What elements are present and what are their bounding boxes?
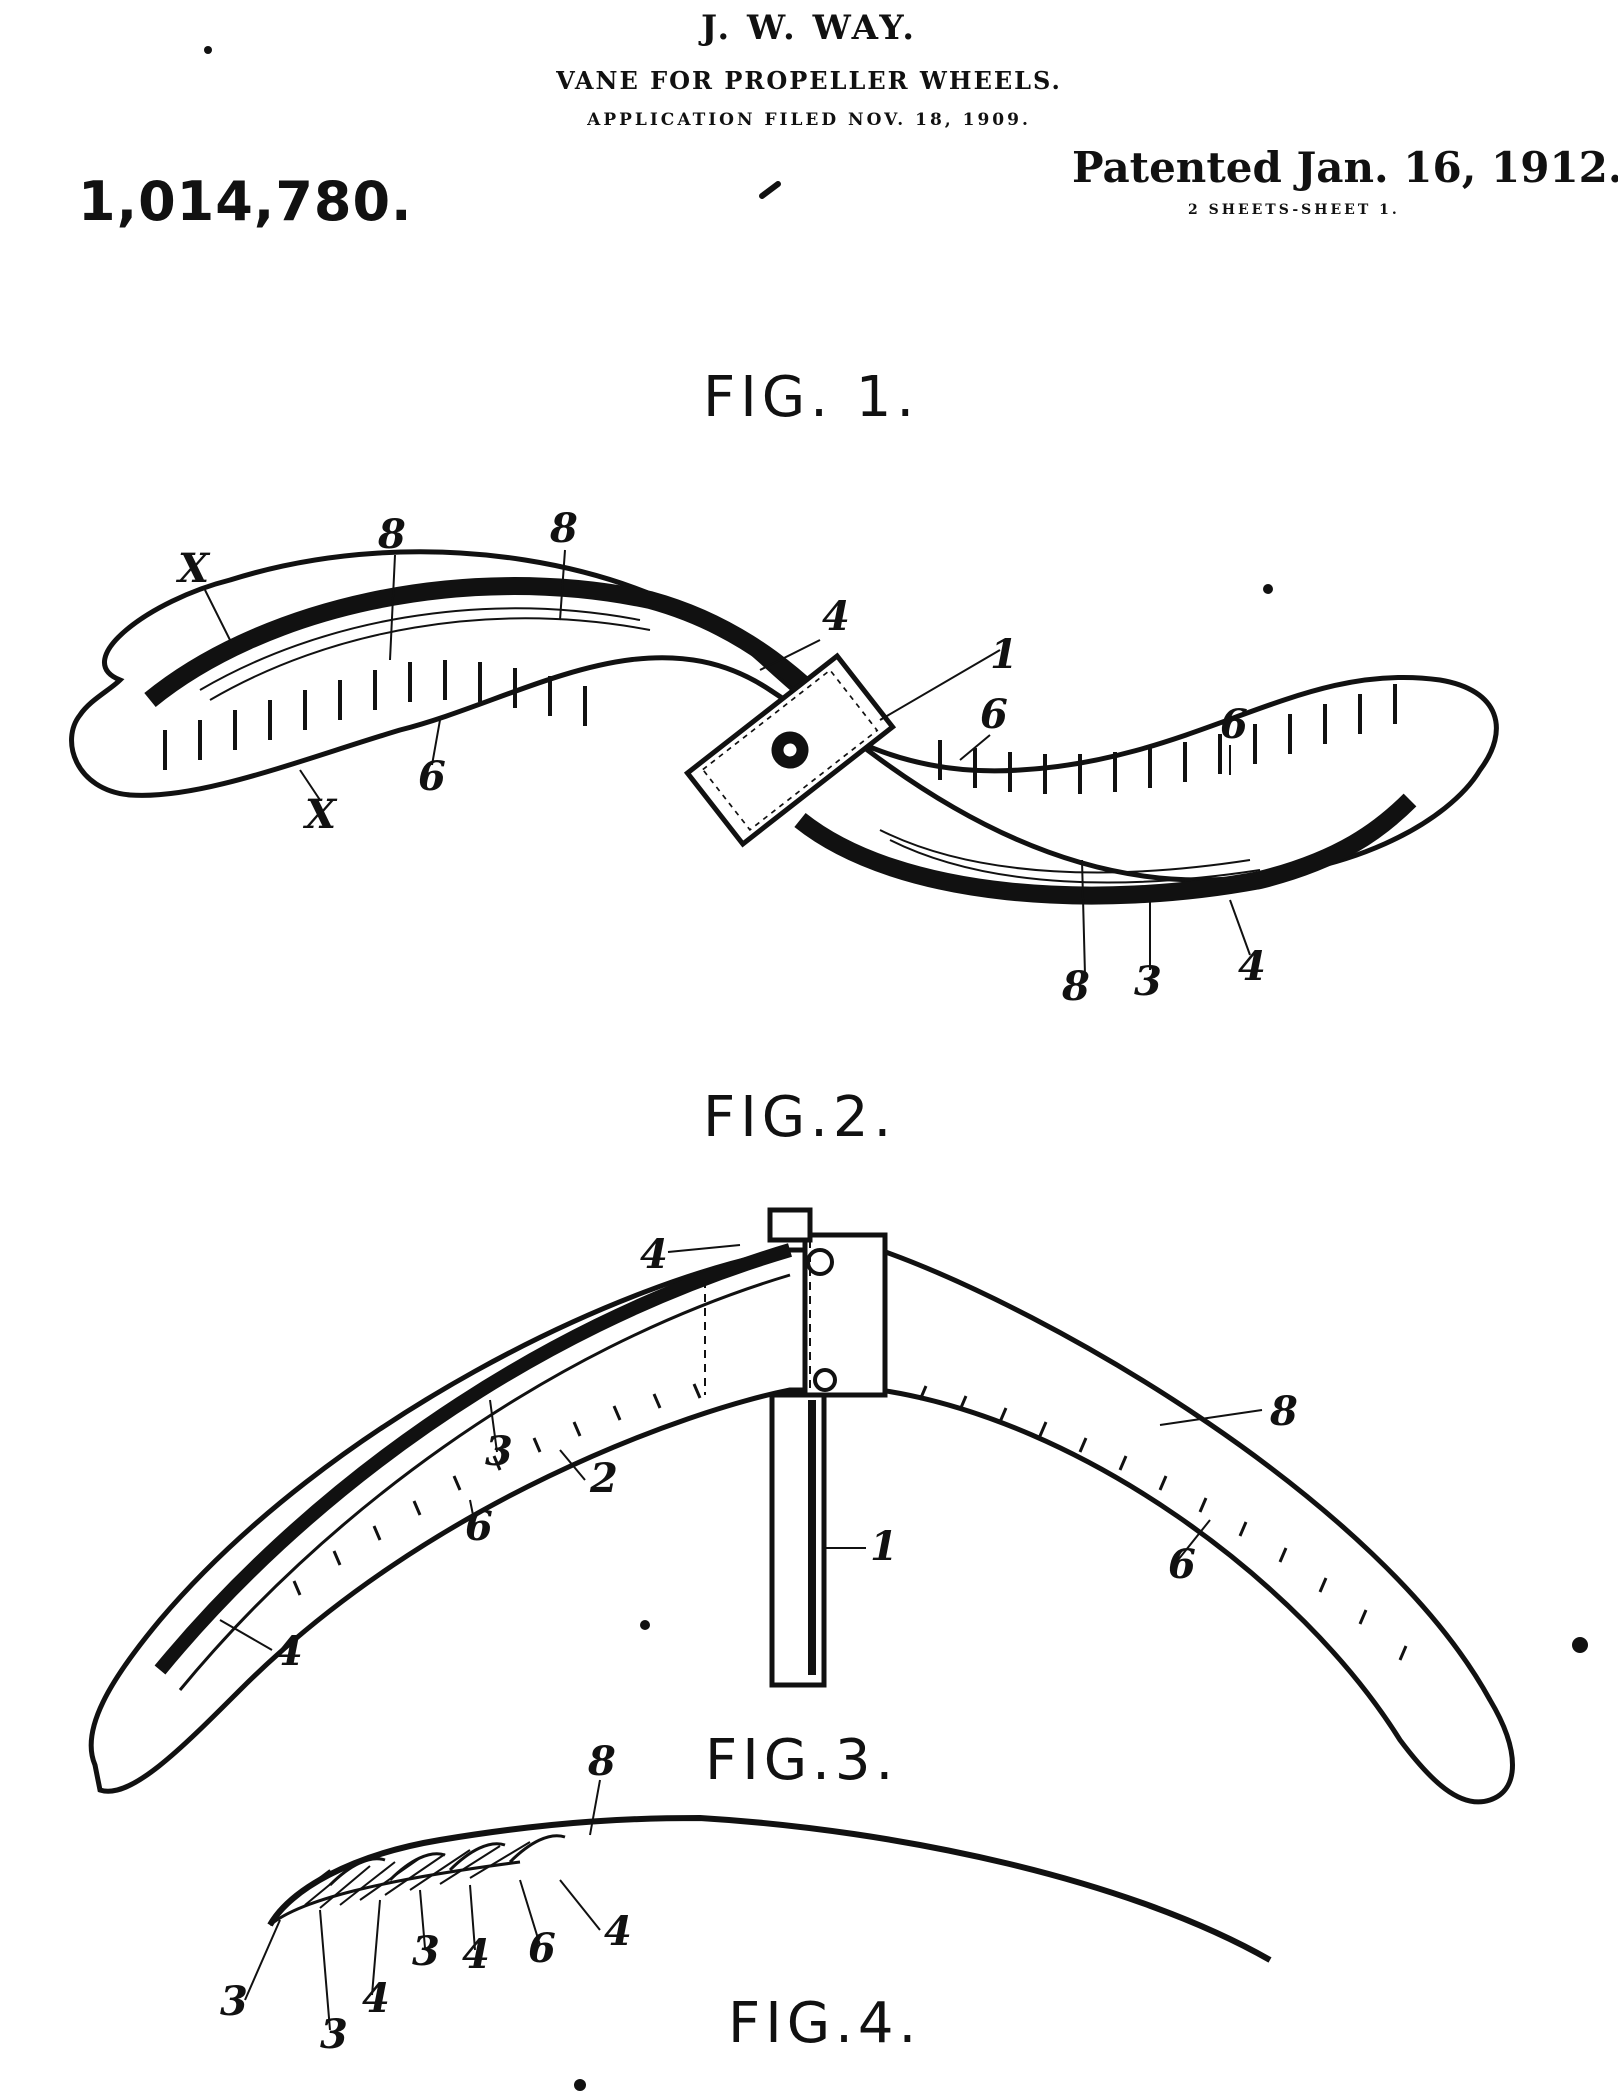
fig1-leader-lines [204,549,1251,976]
sheet-count: 2 SHEETS-SHEET 1. [1188,202,1400,218]
fig3-ref-6: 6 [528,1925,556,1972]
fig2-ref-6-b: 6 [1168,1541,1196,1588]
fig1-label: FIG. 1. [703,365,920,430]
fig3-ref-numerals: 8 4 6 3 4 3 4 3 [220,1738,632,2058]
fig2-leading-edge [154,1243,792,1675]
fig2-ref-1: 1 [870,1523,898,1570]
fig1-hatch [199,607,1261,884]
fig1-hub-clamp [683,652,897,848]
fig2-hub-top [767,1207,813,1243]
fig1-drawing [69,549,1499,905]
fig2-leading-edge-inner [178,1273,791,1691]
fig1-ref-6-b: 6 [1220,701,1248,748]
fig2-hub-bolt-bottom [813,1368,837,1392]
fig1-ref-numerals: X 8 8 4 1 6 6 6 X 8 3 4 [175,505,1266,1010]
fig1-ref-6-a: 6 [980,691,1008,738]
fig2-blade-outline [88,1247,1515,1805]
fig2-ref-3: 3 [485,1428,513,1475]
fig1-ref-1: 1 [990,631,1018,678]
page-dot [1263,584,1273,594]
inventor-name: J. W. WAY. [700,8,918,48]
patented-date: Patented Jan. 16, 1912. [1072,143,1618,192]
fig3-ref-3-b: 3 [220,1978,248,2025]
fig3-ref-3-c: 3 [320,2011,348,2058]
fig3-ref-4-b: 4 [462,1931,490,1978]
fig3-slats [328,1834,566,1887]
fig1-ref-8-b: 8 [549,505,578,552]
fig1-ribs [163,660,1397,794]
fig3-ref-4-c: 4 [362,1975,390,2022]
page-dot [574,2079,586,2091]
page-dot [1572,1637,1588,1653]
fig1-ref-x-bottom: X [302,791,338,838]
fig1-ref-4-b: 4 [1238,943,1266,990]
fig1-ref-3: 3 [1134,958,1162,1005]
fig2-hub-block [802,1232,888,1398]
fig2-ribs [292,1383,1408,1661]
fig2-leader-lines [219,1244,1263,1651]
patent-title: VANE FOR PROPELLER WHEELS. [556,66,1062,95]
fig3-ref-4-a: 4 [604,1908,632,1955]
fig2-label: FIG.2. [703,1085,897,1150]
fig2-ref-4-a: 4 [640,1231,668,1278]
fig1-ref-x-top: X [175,545,211,592]
fig2-ref-2: 2 [589,1455,618,1502]
fig2-ref-numerals: 4 3 2 6 1 8 6 4 [275,1231,1298,1675]
fig3-section-outline [267,1814,1272,1963]
fig1-ref-8-a: 8 [377,511,406,558]
fig3-drawing [267,1814,1272,1963]
fig3-leader-lines [244,1779,601,2031]
patent-number: 1,014,780. [78,170,413,233]
fig2-ref-4-b: 4 [275,1628,303,1675]
fig1-blade-outline [69,549,1499,883]
fig1-leading-edge-lower [794,793,1417,905]
page-dot [640,1620,650,1630]
fig2-shaft [769,1392,827,1688]
fig2-ref-6-a: 6 [465,1503,493,1550]
fig2-drawing [88,1207,1515,1805]
pen-mark [759,181,781,199]
fig2-hub-hidden [704,1240,811,1395]
fig2-ref-8: 8 [1269,1388,1298,1435]
fig3-ref-3-a: 3 [412,1928,440,1975]
fig4-label: FIG.4. [728,1991,922,2056]
fig3-ref-8: 8 [587,1738,616,1785]
fig1-ref-4-a: 4 [822,593,850,640]
application-filed: APPLICATION FILED NOV. 18, 1909. [587,110,1031,130]
fig2-hub-bolt-top [806,1248,834,1276]
fig3-label: FIG.3. [705,1728,899,1793]
page-dot [204,46,212,54]
fig3-section-lower [269,1860,521,1927]
